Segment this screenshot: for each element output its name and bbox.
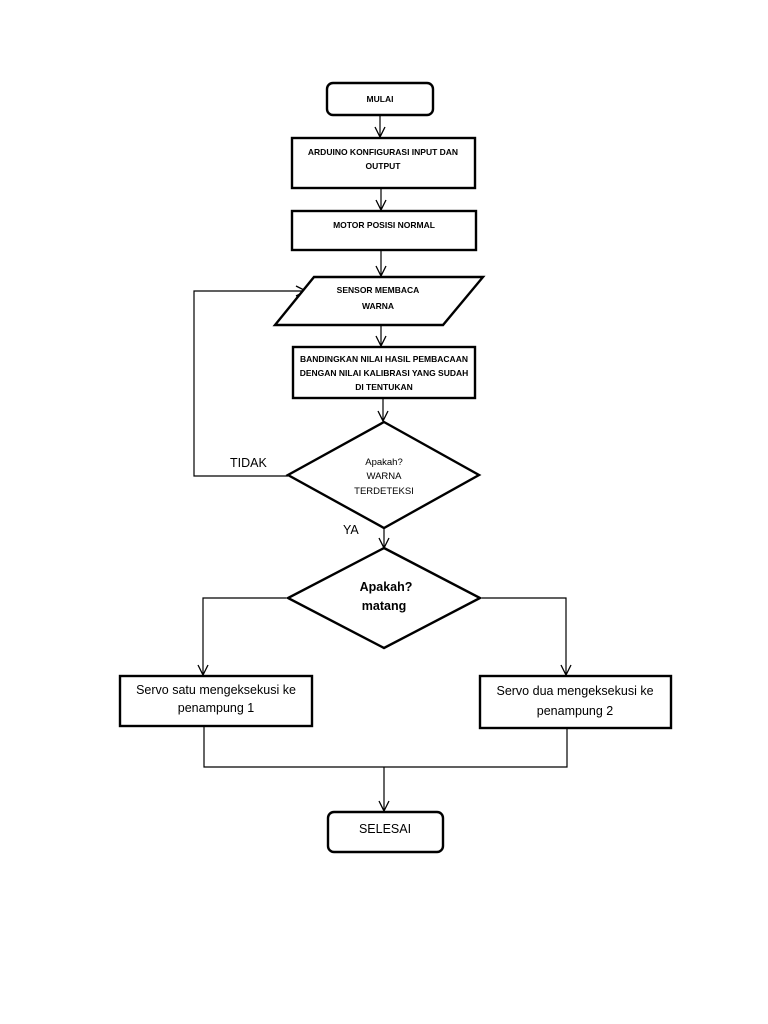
- servo2-label-line2: penampung 2: [537, 704, 614, 718]
- servo2-label-line1: Servo dua mengeksekusi ke: [496, 684, 653, 698]
- servo1-label-line2: penampung 1: [178, 701, 255, 715]
- motor-label: MOTOR POSISI NORMAL: [333, 220, 435, 230]
- edge-detect-no-loop: [193, 291, 306, 477]
- sensor-label-line1: SENSOR MEMBACA: [337, 285, 420, 295]
- detect-label-line3: TERDETEKSI: [354, 486, 414, 497]
- edge-label-yes: YA: [343, 523, 359, 537]
- compare-label-line2: DENGAN NILAI KALIBRASI YANG SUDAH: [300, 368, 469, 378]
- end-node: SELESAI: [326, 810, 445, 854]
- ripe-label-line2: matang: [362, 599, 406, 613]
- servo1-node: Servo satu mengeksekusi ke penampung 1: [118, 674, 314, 728]
- ripe-decision-node: Apakah? matang: [285, 546, 483, 650]
- compare-label-line3: DI TENTUKAN: [355, 382, 413, 392]
- start-label: MULAI: [367, 94, 394, 104]
- ripe-label-line1: Apakah?: [360, 580, 413, 594]
- compare-node: BANDINGKAN NILAI HASIL PEMBACAAN DENGAN …: [291, 345, 477, 400]
- motor-node: MOTOR POSISI NORMAL: [290, 209, 478, 252]
- servo1-label-line1: Servo satu mengeksekusi ke: [136, 683, 296, 697]
- sensor-label-line2: WARNA: [362, 301, 394, 311]
- config-label-line1: ARDUINO KONFIGURASI INPUT DAN: [308, 147, 458, 157]
- servo2-node: Servo dua mengeksekusi ke penampung 2: [478, 674, 673, 730]
- config-node: ARDUINO KONFIGURASI INPUT DAN OUTPUT: [290, 136, 477, 190]
- config-label-line2: OUTPUT: [366, 161, 402, 171]
- start-node: MULAI: [325, 81, 435, 117]
- edge-ripe-to-servo2: [482, 597, 566, 675]
- edge-servo-merge: [203, 727, 568, 768]
- detect-label-line1: Apakah?: [365, 457, 403, 468]
- sensor-node: SENSOR MEMBACA WARNA: [272, 275, 486, 327]
- compare-label-line1: BANDINGKAN NILAI HASIL PEMBACAAN: [300, 354, 468, 364]
- end-label: SELESAI: [359, 822, 411, 836]
- detect-decision-node: Apakah? WARNA TERDETEKSI: [285, 420, 482, 530]
- detect-label-line2: WARNA: [366, 471, 402, 482]
- edge-ripe-to-servo1: [203, 597, 286, 675]
- edges: [193, 115, 568, 811]
- edge-label-no: TIDAK: [230, 456, 267, 470]
